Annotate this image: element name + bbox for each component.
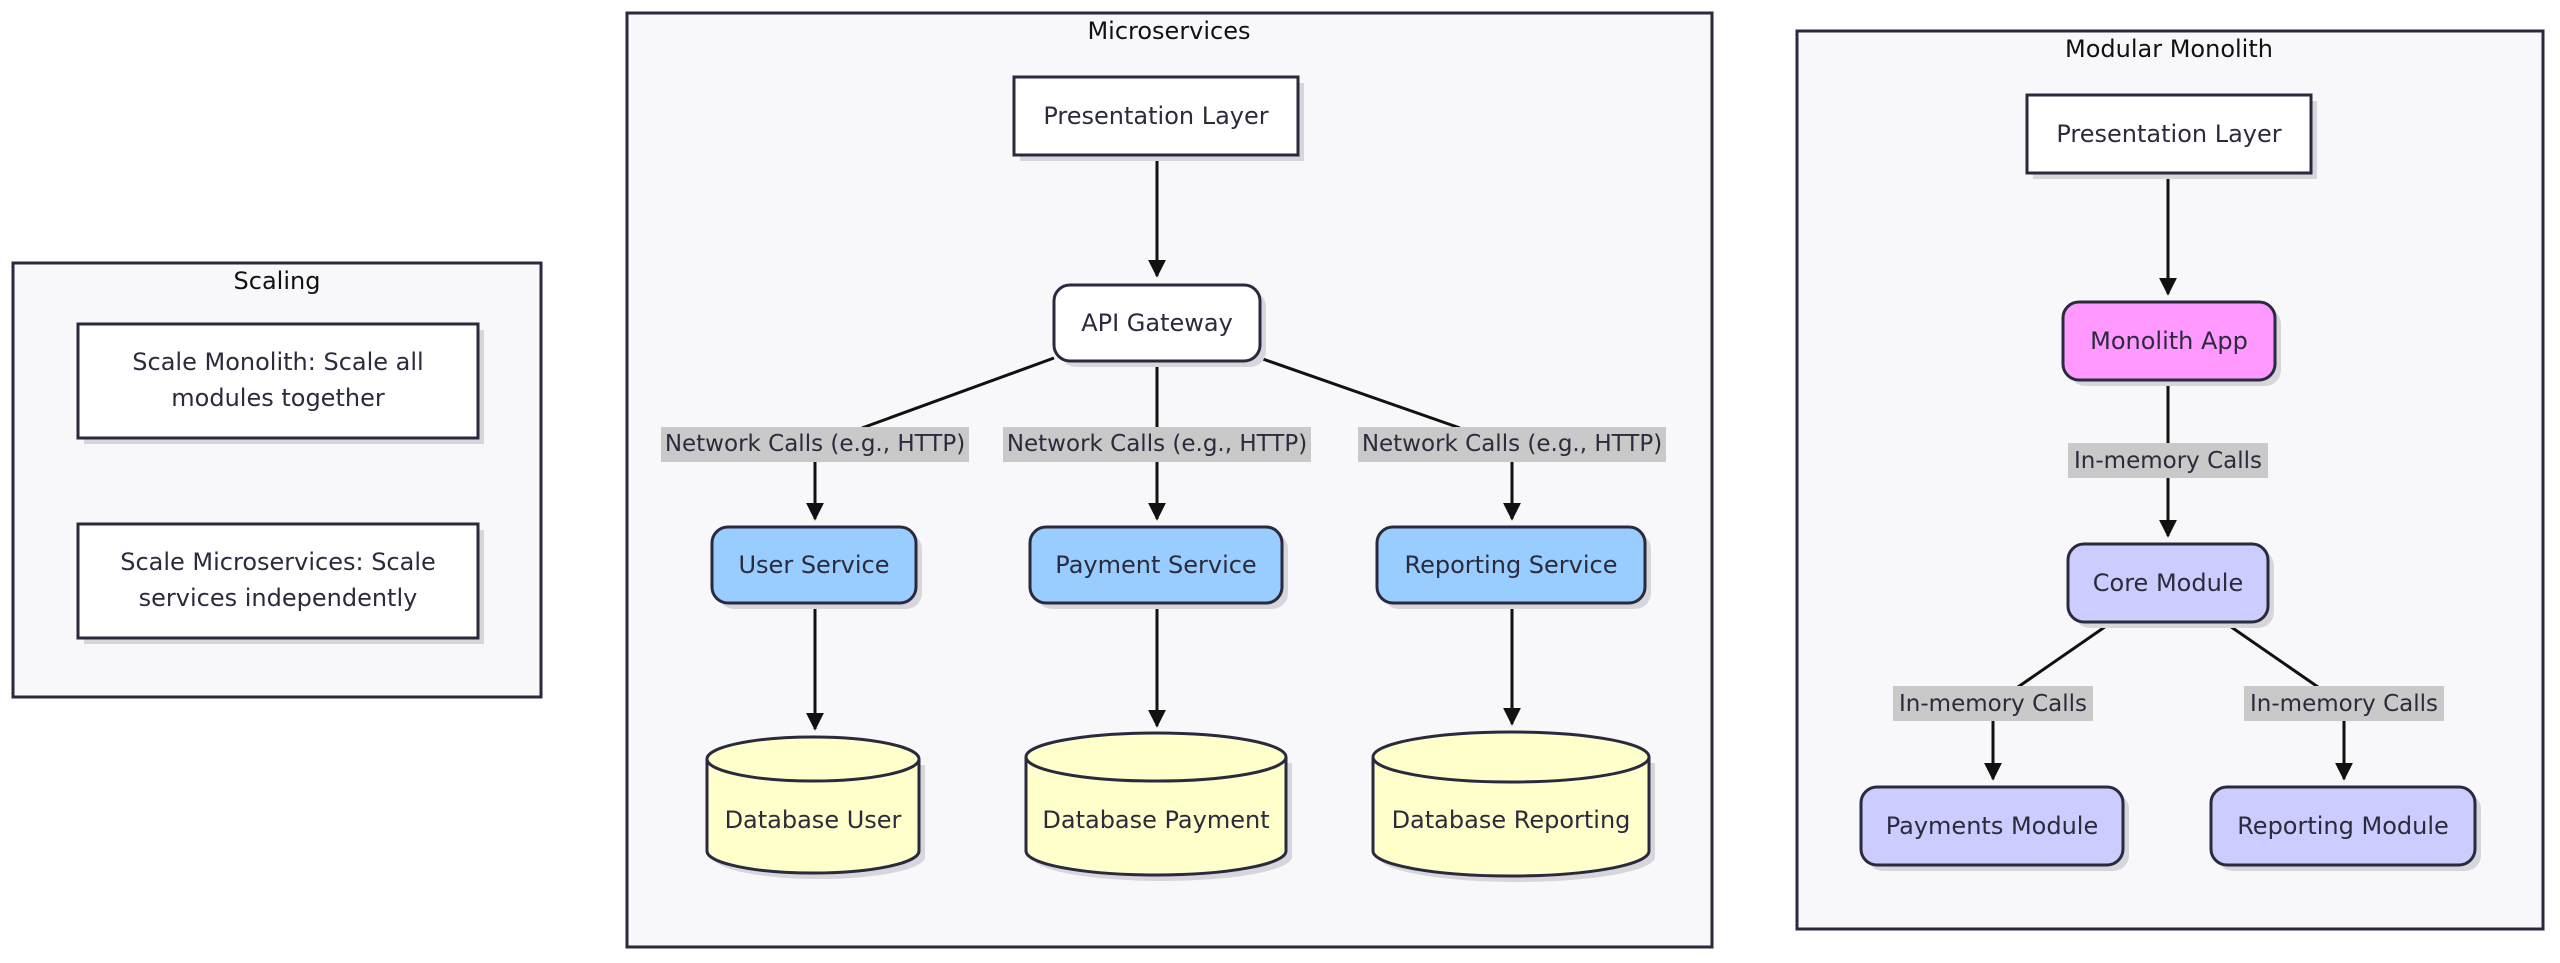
ms-presentation-layer-node: Presentation Layer bbox=[1012, 75, 1304, 161]
edge-label-core-payments: In-memory Calls bbox=[1893, 686, 2093, 721]
scale-monolith-line2: modules together bbox=[171, 384, 385, 412]
edge-gateway-to-reporting-a bbox=[1259, 356, 1461, 430]
scale-microservices-line1: Scale Microservices: Scale bbox=[120, 548, 436, 576]
api-gateway-node: API Gateway bbox=[1052, 283, 1266, 367]
user-service-label: User Service bbox=[738, 551, 889, 579]
scale-monolith-line1: Scale Monolith: Scale all bbox=[132, 348, 423, 376]
scale-microservices-node: Scale Microservices: Scale services inde… bbox=[76, 522, 484, 644]
scaling-cluster-title: Scaling bbox=[234, 267, 321, 295]
edge-core-to-reporting-a bbox=[2223, 620, 2319, 689]
payment-service-node: Payment Service bbox=[1028, 525, 1288, 609]
reporting-module-node: Reporting Module bbox=[2209, 785, 2481, 871]
scale-microservices-line2: services independently bbox=[139, 584, 418, 612]
database-user-label: Database User bbox=[725, 806, 902, 834]
reporting-service-label: Reporting Service bbox=[1405, 551, 1618, 579]
core-module-label: Core Module bbox=[2093, 569, 2243, 597]
database-payment-label: Database Payment bbox=[1042, 806, 1269, 834]
microservices-cluster-title: Microservices bbox=[1087, 17, 1250, 45]
edge-label-core-reporting-text: In-memory Calls bbox=[2250, 691, 2438, 717]
mm-presentation-layer-label: Presentation Layer bbox=[2056, 120, 2281, 148]
microservices-edges bbox=[806, 156, 1521, 731]
user-service-node: User Service bbox=[710, 525, 922, 609]
payments-module-label: Payments Module bbox=[1886, 812, 2098, 840]
core-module-node: Core Module bbox=[2066, 542, 2274, 628]
monolith-edges bbox=[1984, 174, 2353, 781]
database-reporting-label: Database Reporting bbox=[1392, 806, 1631, 834]
edge-label-reporting-text: Network Calls (e.g., HTTP) bbox=[1362, 431, 1662, 457]
edge-label-core-reporting: In-memory Calls bbox=[2244, 686, 2444, 721]
edge-label-payment: Network Calls (e.g., HTTP) bbox=[1003, 427, 1311, 462]
edge-label-app-core-text: In-memory Calls bbox=[2074, 448, 2262, 474]
microservices-cluster: Microservices Network Calls (e.g., HTTP)… bbox=[625, 11, 1714, 949]
edge-label-user: Network Calls (e.g., HTTP) bbox=[661, 427, 969, 462]
scale-monolith-node: Scale Monolith: Scale all modules togeth… bbox=[76, 322, 484, 444]
edge-label-reporting: Network Calls (e.g., HTTP) bbox=[1358, 427, 1666, 462]
edge-label-payment-text: Network Calls (e.g., HTTP) bbox=[1007, 431, 1307, 457]
monolith-app-node: Monolith App bbox=[2061, 300, 2281, 386]
reporting-module-label: Reporting Module bbox=[2237, 812, 2449, 840]
edge-core-to-payments-a bbox=[2017, 620, 2113, 689]
reporting-service-node: Reporting Service bbox=[1375, 525, 1651, 609]
mm-presentation-layer-node: Presentation Layer bbox=[2025, 93, 2317, 179]
edge-label-app-core: In-memory Calls bbox=[2068, 443, 2268, 478]
edge-label-user-text: Network Calls (e.g., HTTP) bbox=[665, 431, 965, 457]
payment-service-label: Payment Service bbox=[1055, 551, 1256, 579]
database-reporting-node: Database Reporting bbox=[1371, 730, 1655, 882]
edge-label-core-payments-text: In-memory Calls bbox=[1899, 691, 2087, 717]
edge-gateway-to-user-a bbox=[861, 356, 1055, 430]
ms-presentation-layer-label: Presentation Layer bbox=[1043, 102, 1268, 130]
api-gateway-label: API Gateway bbox=[1081, 309, 1233, 337]
modular-monolith-cluster: Modular Monolith In-memory Calls In-memo… bbox=[1795, 29, 2545, 931]
payments-module-node: Payments Module bbox=[1859, 785, 2129, 871]
database-user-node: Database User bbox=[705, 735, 925, 879]
modular-monolith-cluster-title: Modular Monolith bbox=[2065, 35, 2273, 63]
monolith-app-label: Monolith App bbox=[2090, 327, 2248, 355]
database-payment-node: Database Payment bbox=[1024, 731, 1292, 881]
scaling-cluster: Scaling Scale Monolith: Scale all module… bbox=[11, 261, 543, 699]
